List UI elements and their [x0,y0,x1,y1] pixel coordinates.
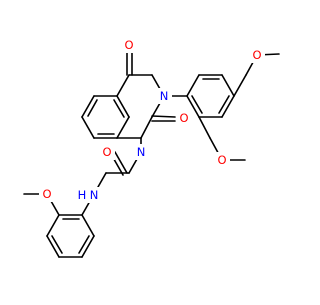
bond [198,116,211,139]
ortho-methoxy-oxygen-label: O [217,153,226,167]
bond [191,95,203,114]
bond [218,95,230,114]
ketone-oxygen-label: O [124,38,133,52]
bond [186,95,200,118]
structure-diagram: O N N O O N H O O O [23,37,280,258]
bond [116,74,130,97]
amide-hydrogen-label: H [78,188,87,202]
bond [81,214,95,237]
bond [81,116,95,139]
bond [81,95,95,118]
bond [51,235,63,254]
bond [46,235,60,258]
bond [113,99,125,118]
bond [140,116,153,139]
bond [186,74,200,97]
amide-nitrogen-label: N [90,188,99,202]
bond-layer [23,51,280,258]
bond [233,74,247,97]
bond [87,99,98,117]
bond [221,74,235,97]
bond [114,151,128,174]
n3-nitrogen-label: N [160,89,169,103]
bond [81,235,95,258]
anilide-methoxy-oxygen-label: O [42,187,51,201]
bond [221,95,235,118]
para-methoxy-oxygen-label: O [252,48,261,62]
atom-label-layer: O N N O O N H O O O [39,37,265,203]
bond [46,214,60,237]
bond [151,115,176,118]
bond [116,116,130,139]
c2-oxygen-label: O [179,111,188,125]
bond [116,95,130,118]
molecule-canvas: O N N O O N H O O O [23,37,280,258]
amide-oxygen-label: O [102,145,111,159]
bond [78,235,90,254]
n1-nitrogen-label: N [137,145,146,159]
